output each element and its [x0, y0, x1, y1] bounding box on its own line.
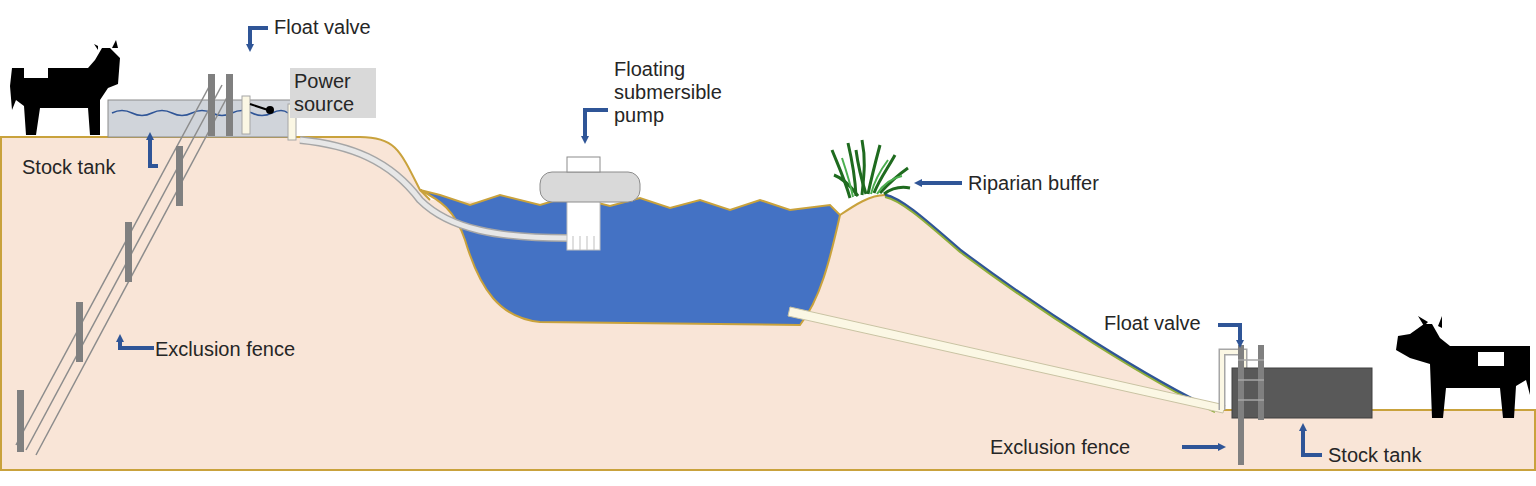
ground-base	[0, 469, 1536, 471]
slope-vegetation	[885, 195, 1215, 410]
callout-label: Riparian buffer	[968, 172, 1099, 195]
power-source-box: Power source	[290, 68, 376, 118]
callout-label: Exclusion fence	[155, 338, 295, 361]
node-text: Power source	[294, 70, 372, 116]
cow	[1396, 316, 1530, 418]
ground-surface	[0, 137, 430, 200]
pump-float	[540, 172, 640, 202]
slope-vegetation	[885, 197, 1215, 412]
ground	[0, 137, 1536, 470]
pond	[420, 190, 840, 325]
stock-tank	[1232, 368, 1372, 418]
supply-pipe	[300, 140, 567, 238]
ground-edge	[0, 137, 2, 470]
float-valve	[242, 96, 250, 134]
pump-body	[567, 195, 600, 250]
riparian-grass	[832, 140, 910, 198]
stock-tank	[108, 100, 293, 137]
callout-label: Float valve	[274, 16, 371, 39]
ground-edge	[1534, 410, 1536, 470]
callout-arrow	[120, 28, 1322, 455]
pump-cap	[567, 157, 600, 172]
callout-label: Floating submersible pump	[614, 58, 744, 127]
callout-label: Float valve	[1104, 312, 1201, 335]
exclusion-fence-post	[17, 74, 233, 452]
cow	[10, 40, 120, 135]
gravity-pipe	[788, 307, 1225, 413]
callout-label: Exclusion fence	[990, 436, 1130, 459]
exclusion-fence-post	[1238, 345, 1264, 465]
callout-label: Stock tank	[22, 156, 115, 179]
exclusion-fence-wires	[16, 85, 232, 455]
callout-label: Stock tank	[1328, 444, 1421, 467]
ridge	[840, 195, 885, 215]
